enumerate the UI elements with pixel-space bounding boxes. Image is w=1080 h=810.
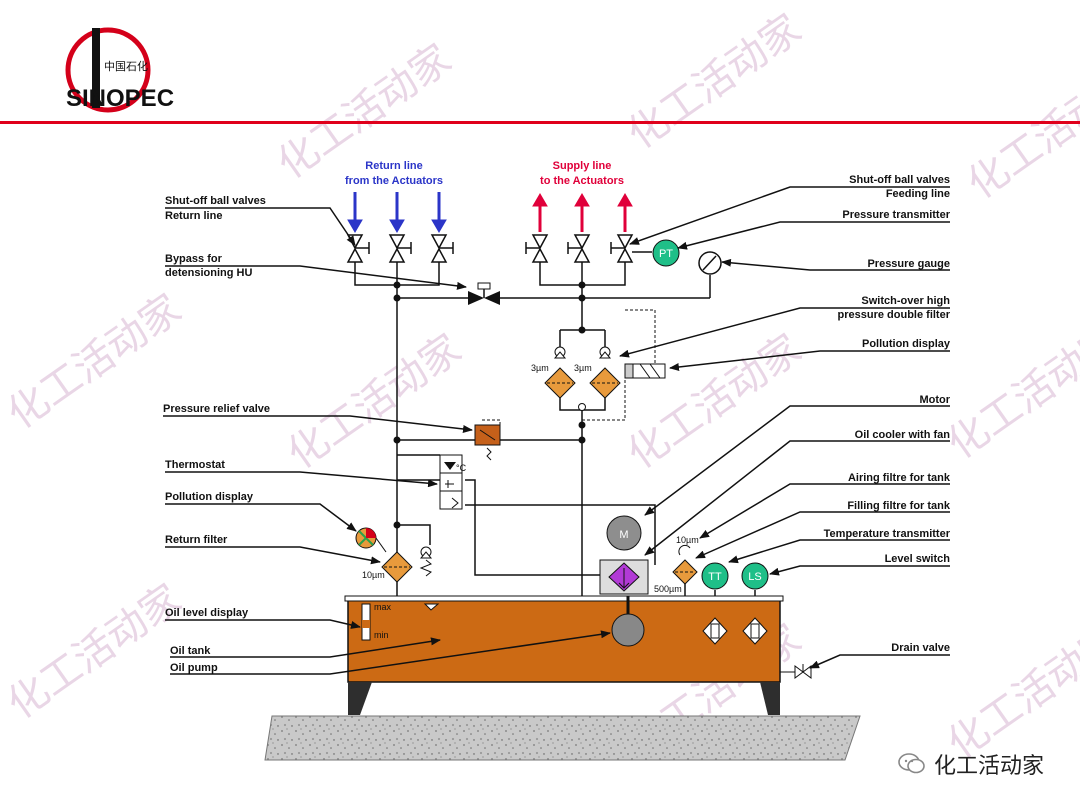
drain-valve-symbol <box>780 664 812 679</box>
label-airing-filter: Airing filtre for tank <box>848 472 951 484</box>
level-switch-symbol <box>741 562 769 590</box>
temperature-transmitter-symbol <box>701 562 729 590</box>
watermark-text: 化工活动家 <box>939 616 1080 768</box>
tank-sensors <box>702 617 768 645</box>
label-oil-cooler: Oil cooler with fan <box>855 429 951 441</box>
tank-lid <box>344 595 784 602</box>
label-pollution-display-right: Pollution display <box>862 338 951 350</box>
label-return-filter: Return filter <box>165 534 228 546</box>
label-shutoff-return-1: Shut-off ball valves <box>165 195 266 207</box>
bypass-valve <box>468 282 500 305</box>
motor-tag: M <box>619 529 628 541</box>
wechat-icon <box>898 752 926 776</box>
supply-line-title: Supply line <box>553 160 612 172</box>
double-filter <box>544 346 621 411</box>
level-min-label: min <box>374 630 389 640</box>
return-line-title: Return line <box>365 160 422 172</box>
ls-tag: LS <box>748 571 761 583</box>
leader-lines-right <box>619 186 950 669</box>
filter-rating-b: 3µm <box>574 363 592 373</box>
shutoff-valves-feed <box>525 234 634 263</box>
label-temperature-transmitter: Temperature transmitter <box>824 528 951 540</box>
leader-lines-left <box>163 207 611 675</box>
watermark-text: 化工活动家 <box>0 576 190 728</box>
labels-left: Shut-off ball valves Return line Bypass … <box>163 195 270 674</box>
watermark-text: 化工活动家 <box>619 6 809 158</box>
label-motor: Motor <box>919 394 950 406</box>
filling-rating: 500µm <box>654 584 682 594</box>
return-arrows <box>347 192 447 233</box>
foundation <box>264 715 861 761</box>
oil-tank-body <box>347 599 781 683</box>
watermark-text: 化工活动家 <box>959 56 1080 208</box>
label-shutoff-return-2: Return line <box>165 210 222 222</box>
pt-tag: PT <box>659 248 673 260</box>
label-pressure-gauge: Pressure gauge <box>867 258 950 270</box>
label-bypass-2: detensioning HU <box>165 267 252 279</box>
label-pollution-display-left: Pollution display <box>165 491 254 503</box>
labels-right: Shut-off ball valves Feeding line Pressu… <box>824 174 951 654</box>
label-switchover-1: Switch-over high <box>861 295 950 307</box>
oil-pump-symbol <box>611 613 645 647</box>
label-switchover-2: pressure double filter <box>838 309 951 321</box>
label-pressure-relief: Pressure relief valve <box>163 403 270 415</box>
pollution-display-right-symbol <box>624 363 666 379</box>
watermark-text: 化工活动家 <box>939 316 1080 468</box>
footer-brand: 化工活动家 <box>898 748 1044 780</box>
return-filter-symbol <box>381 546 433 583</box>
junctions <box>393 281 586 529</box>
label-pressure-transmitter: Pressure transmitter <box>842 209 950 221</box>
watermark-text: 化工活动家 <box>0 286 190 438</box>
oil-level-indicator <box>361 603 371 641</box>
shutoff-valves-return <box>346 234 454 263</box>
logo-brand-text: SINOPEC <box>66 85 174 112</box>
header-divider <box>0 121 1080 124</box>
motor-symbol <box>606 515 642 551</box>
label-drain-valve: Drain valve <box>891 642 950 654</box>
logo-cn-text: 中国石化 <box>104 59 148 73</box>
supply-arrows <box>532 193 633 232</box>
label-oil-tank: Oil tank <box>170 645 211 657</box>
label-level-switch: Level switch <box>885 553 951 565</box>
pollution-display-left-symbol <box>355 527 377 549</box>
tt-tag: TT <box>708 571 722 583</box>
supply-line-subtitle: to the Actuators <box>540 175 624 187</box>
thermostat-unit: °C <box>456 463 467 473</box>
pressure-relief-valve-symbol <box>474 424 501 461</box>
label-bypass-1: Bypass for <box>165 253 223 265</box>
label-filling-filter: Filling filtre for tank <box>847 500 951 512</box>
sinopec-logo: 中国石化 SINOPEC <box>65 27 174 113</box>
return-filter-rating: 10µm <box>362 570 385 580</box>
pressure-transmitter-symbol <box>652 239 680 267</box>
tank-foot-left <box>348 682 372 715</box>
return-line-subtitle: from the Actuators <box>345 175 443 187</box>
filter-rating-a: 3µm <box>531 363 549 373</box>
label-shutoff-feed-2: Feeding line <box>886 188 950 200</box>
level-max-label: max <box>374 602 392 612</box>
label-oil-level-display: Oil level display <box>165 607 249 619</box>
thermostat-symbol <box>439 454 463 510</box>
label-shutoff-feed-1: Shut-off ball valves <box>849 174 950 186</box>
airing-rating: 10µm <box>676 535 699 545</box>
footer-brand-text: 化工活动家 <box>933 754 1044 779</box>
label-oil-pump: Oil pump <box>170 662 218 674</box>
label-thermostat: Thermostat <box>165 459 225 471</box>
tank-foot-right <box>760 682 780 715</box>
